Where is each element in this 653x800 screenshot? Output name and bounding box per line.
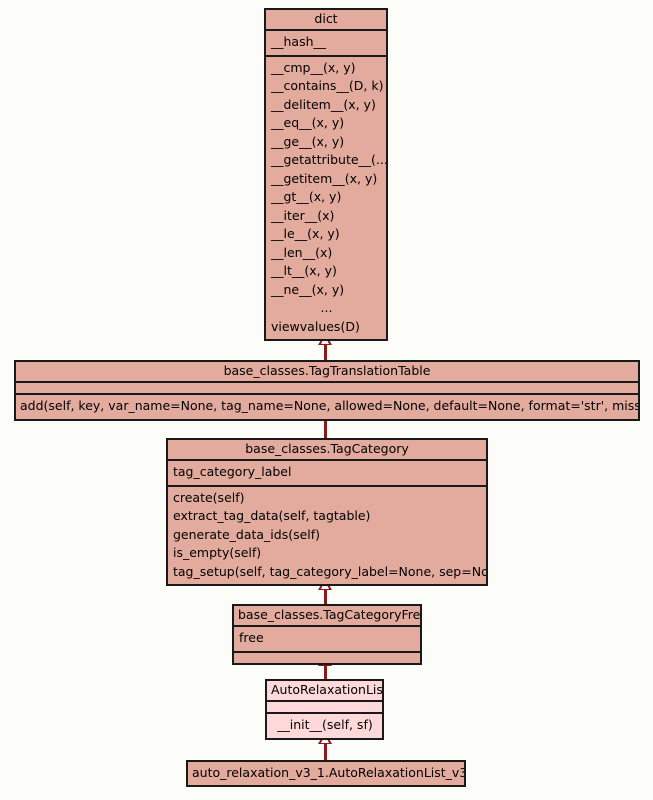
class-title: AutoRelaxationList [271,682,382,697]
compartment-divider [16,381,638,383]
method-row: __lt__(x, y) [271,263,337,278]
class-title: auto_relaxation_v3_1.AutoRelaxationList_… [192,765,464,780]
attributes-compartment: tag_category_label [168,461,486,485]
method-row: generate_data_ids(self) [173,526,321,542]
generalization-line-v31-to-arl [324,743,327,760]
class-box-autorelaxationlist-v3-1[interactable]: auto_relaxation_v3_1.AutoRelaxationList_… [186,760,466,787]
method-row: __ge__(x, y) [271,133,345,149]
generalization-line-table-to-dict [324,344,327,361]
compartment-divider [234,625,420,627]
method-row: __getattribute__(...) [271,152,386,167]
method-row: __delitem__(x, y) [271,96,376,112]
compartment-divider [267,712,382,714]
method-row: __eq__(x, y) [271,115,345,130]
class-box-tagcategory[interactable]: base_classes.TagCategory tag_category_la… [166,438,488,586]
class-title: dict [314,11,338,26]
method-row: __init__(self, sf) [277,717,373,732]
compartment-divider [267,700,382,702]
compartment-divider [16,393,638,395]
class-box-dict[interactable]: dict __hash__ __cmp__(x, y) __contains__… [264,8,388,341]
compartment-divider [266,29,386,31]
method-row: __le__(x, y) [271,226,340,241]
class-title: base_classes.TagCategoryFree [238,607,420,622]
class-box-autorelaxationlist[interactable]: AutoRelaxationList __init__(self, sf) [265,679,384,740]
method-row: __len__(x) [271,244,333,260]
class-box-tagcategoryfree[interactable]: base_classes.TagCategoryFree free [232,604,422,665]
methods-compartment [234,653,420,663]
method-row: create(self) [173,489,245,505]
class-box-tagtranslationtable[interactable]: base_classes.TagTranslationTable add(sel… [14,360,640,421]
compartment-divider [168,484,486,487]
attribute-row: tag_category_label [173,464,292,479]
attribute-row: free [239,630,264,645]
methods-compartment: create(self) extract_tag_data(self, tagt… [168,487,486,585]
method-row: is_empty(self) [173,545,262,560]
attributes-compartment [267,702,382,712]
method-row-ellipsis: ... [320,300,333,315]
generalization-line-arl-to-free [324,665,327,679]
attributes-compartment [16,383,638,393]
attributes-compartment: free [234,627,420,651]
class-title: base_classes.TagTranslationTable [223,363,431,378]
method-row: __getitem__(x, y) [271,170,378,186]
method-row: tag_setup(self, tag_category_label=None,… [173,563,486,579]
method-row: __contains__(D, k) [271,78,384,93]
generalization-line-category-to-table [324,420,327,438]
method-row: add(self, key, var_name=None, tag_name=N… [20,398,638,413]
generalization-line-free-to-category [324,589,327,605]
attribute-row: __hash__ [271,34,327,49]
methods-compartment: __init__(self, sf) [267,714,382,738]
method-row: __cmp__(x, y) [271,59,356,75]
methods-compartment: __cmp__(x, y) __contains__(D, k) __delit… [266,57,386,340]
compartment-divider [234,650,420,653]
compartment-divider [168,459,486,461]
compartment-divider [266,54,386,57]
method-row: __ne__(x, y) [271,281,345,297]
class-title: base_classes.TagCategory [245,441,409,456]
attributes-compartment: __hash__ [266,31,386,55]
method-row: extract_tag_data(self, tagtable) [173,508,371,523]
method-row: __iter__(x) [271,207,335,223]
method-row: viewvalues(D) [271,318,360,334]
method-row: __gt__(x, y) [271,189,342,204]
methods-compartment: add(self, key, var_name=None, tag_name=N… [16,395,638,419]
